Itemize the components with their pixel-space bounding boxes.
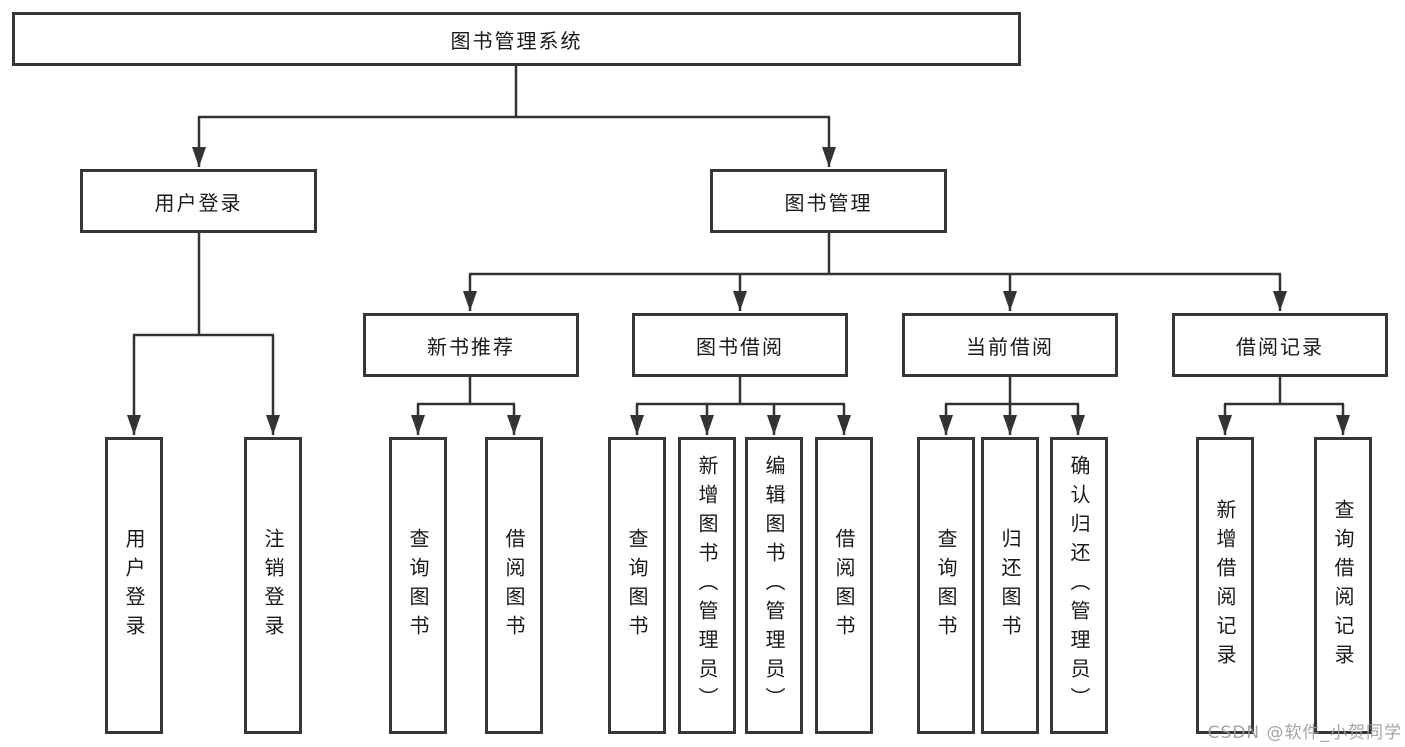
node-system-root: 图书管理系统 — [12, 12, 1021, 66]
connector-borrow-record — [1218, 377, 1350, 435]
leaf-label: 归还图书 — [998, 527, 1022, 644]
connector-new-book — [411, 377, 521, 435]
leaf-label: 查询图书 — [625, 527, 649, 644]
leaf-label: 注销登录 — [261, 527, 285, 644]
node-new-book-recommend: 新书推荐 — [363, 313, 579, 377]
leaf-label: 借阅图书 — [832, 527, 856, 644]
connector-user-login — [127, 233, 280, 435]
connector-current-borrow — [939, 377, 1085, 435]
leaf-confirm-return-admin: 确认归还（管理员） — [1050, 437, 1108, 734]
node-book-borrow: 图书借阅 — [632, 313, 848, 377]
node-current-borrow: 当前借阅 — [902, 313, 1118, 377]
leaf-label: 用户登录 — [122, 527, 146, 644]
connector-book-mgmt — [463, 233, 1287, 311]
leaf-label: 查询借阅记录 — [1331, 498, 1355, 673]
leaf-label: 查询图书 — [406, 527, 430, 644]
leaf-label: 查询图书 — [934, 527, 958, 644]
leaf-label: 新增借阅记录 — [1213, 498, 1237, 673]
connector-book-borrow — [630, 377, 851, 435]
leaf-label: 借阅图书 — [502, 527, 526, 644]
leaf-query-books: 查询图书 — [917, 437, 975, 734]
leaf-borrow-books: 借阅图书 — [815, 437, 873, 734]
node-book-management: 图书管理 — [710, 169, 947, 233]
node-user-login: 用户登录 — [80, 169, 317, 233]
leaf-query-books: 查询图书 — [389, 437, 447, 734]
leaf-return-books: 归还图书 — [981, 437, 1039, 734]
node-borrow-record: 借阅记录 — [1172, 313, 1388, 377]
node-label: 图书管理系统 — [450, 28, 583, 53]
node-label: 图书管理 — [784, 190, 873, 215]
leaf-query-borrow-record: 查询借阅记录 — [1314, 437, 1372, 734]
leaf-borrow-books: 借阅图书 — [485, 437, 543, 734]
leaf-label: 确认归还（管理员） — [1067, 455, 1091, 716]
leaf-query-books: 查询图书 — [608, 437, 666, 734]
node-label: 图书借阅 — [696, 334, 784, 359]
leaf-user-login: 用户登录 — [105, 437, 163, 734]
leaf-logout: 注销登录 — [244, 437, 302, 734]
leaf-label: 编辑图书（管理员） — [762, 455, 786, 716]
node-label: 当前借阅 — [966, 334, 1054, 359]
node-label: 借阅记录 — [1236, 334, 1324, 359]
node-label: 新书推荐 — [427, 334, 515, 359]
csdn-watermark: CSDN @软件_小贺同学 — [1207, 723, 1402, 743]
node-label: 用户登录 — [154, 190, 243, 215]
leaf-label: 新增图书（管理员） — [695, 455, 719, 716]
leaf-add-borrow-record: 新增借阅记录 — [1196, 437, 1254, 734]
leaf-edit-books-admin: 编辑图书（管理员） — [745, 437, 803, 734]
leaf-add-books-admin: 新增图书（管理员） — [678, 437, 736, 734]
connector-root — [192, 66, 836, 167]
